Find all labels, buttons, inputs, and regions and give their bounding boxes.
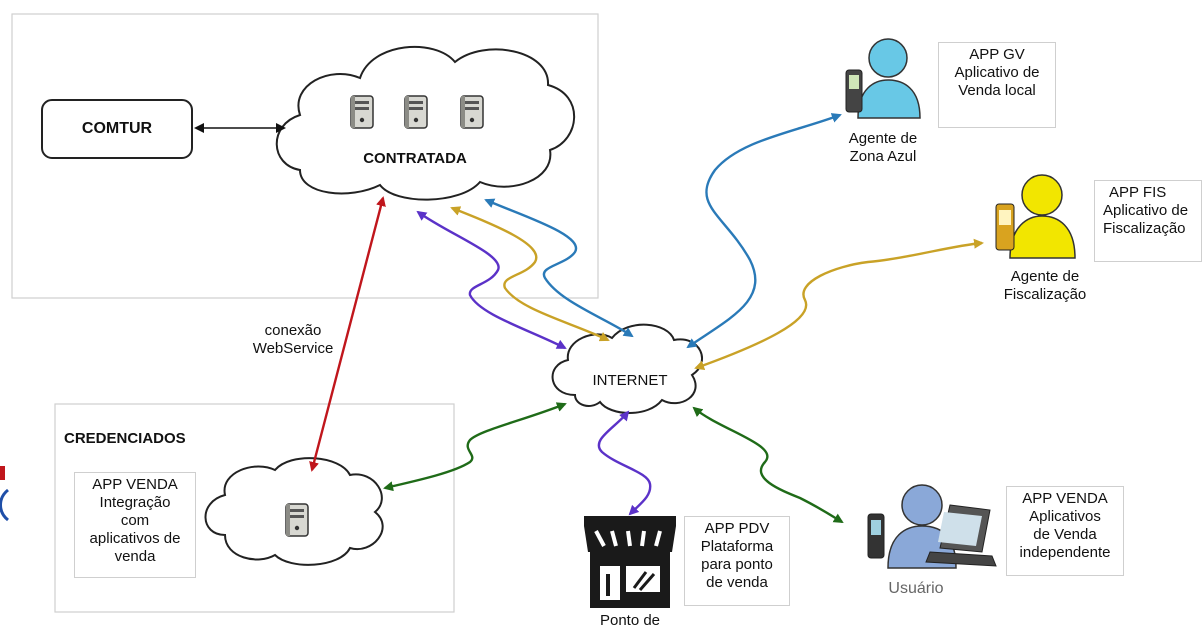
internet-pdv-arrow xyxy=(597,410,652,516)
app-fis-box: APP FIS Aplicativo de Fiscalização xyxy=(1094,180,1202,262)
app-box-line: de Venda xyxy=(1033,526,1097,543)
agente-zona-azul-line: Zona Azul xyxy=(849,148,917,165)
agente-zona-azul-label: Agente de Zona Azul xyxy=(828,130,938,166)
server-icon xyxy=(404,95,428,129)
app-box-line: Aplicativos xyxy=(1029,508,1101,525)
comtur-box xyxy=(41,99,193,159)
server-icon xyxy=(350,95,374,129)
webservice-arrow xyxy=(309,196,386,472)
app-box-line: Integração xyxy=(99,494,171,511)
app-box-line: Plataforma xyxy=(700,538,774,555)
ponto-de-venda-label: Ponto de xyxy=(599,612,661,629)
agente-fiscalizacao-icon xyxy=(995,174,1076,259)
server-icon xyxy=(285,503,309,537)
app-box-line: aplicativos de xyxy=(89,530,181,547)
app-box-line: APP PDV xyxy=(704,520,770,537)
app-box-line: Fiscalização xyxy=(1103,220,1186,237)
app-box-line: Aplicativo de xyxy=(1103,202,1189,219)
app-box-line: para ponto xyxy=(701,556,773,573)
webservice-label-line: conexão xyxy=(264,322,322,339)
storefront-icon xyxy=(584,516,676,608)
usuario-icon xyxy=(867,484,997,569)
edge-fragment xyxy=(0,466,5,480)
app-gv-box: APP GV Aplicativo de Venda local xyxy=(938,42,1056,128)
webservice-connection-label: conexão WebService xyxy=(238,322,348,358)
agente-zona-azul-line: Agente de xyxy=(848,130,918,147)
server-icon xyxy=(460,95,484,129)
contratada-group-frame xyxy=(11,13,599,299)
contratada-label: CONTRATADA xyxy=(363,150,467,167)
app-pdv-box: APP PDV Plataforma para ponto de venda xyxy=(684,516,790,606)
app-box-line: Venda local xyxy=(958,82,1036,99)
agente-fiscalizacao-line: Fiscalização xyxy=(1003,286,1087,303)
credenciados-group-frame xyxy=(54,403,455,613)
contratada-internet-blue-arrow xyxy=(484,198,634,338)
internet-label: INTERNET xyxy=(592,372,668,389)
contratada-internet-purple-arrow xyxy=(416,210,567,350)
app-box-line: com xyxy=(120,512,150,529)
contratada-internet-gold-arrow xyxy=(450,206,610,342)
app-box-line: independente xyxy=(1019,544,1111,561)
app-box-line: de venda xyxy=(706,574,768,591)
app-box-line: APP GV xyxy=(969,46,1025,63)
edge-fragment xyxy=(0,488,10,522)
internet-usuario-arrow xyxy=(692,406,844,524)
app-box-line: Aplicativo de xyxy=(954,64,1040,81)
agente-fiscalizacao-label: Agente de Fiscalização xyxy=(980,268,1110,304)
app-box-line: APP VENDA xyxy=(92,476,178,493)
app-box-line: APP FIS xyxy=(1109,184,1167,201)
internet-fiscalizacao-arrow xyxy=(694,238,984,370)
webservice-label-line: WebService xyxy=(252,340,334,357)
usuario-label: Usuário xyxy=(888,580,944,597)
agente-zona-azul-icon xyxy=(845,38,921,119)
internet-credenciados-arrow xyxy=(383,402,567,492)
credenciados-label: CREDENCIADOS xyxy=(64,430,186,447)
comtur-label: COMTUR xyxy=(81,120,153,137)
app-box-line: venda xyxy=(114,548,156,565)
app-venda-usuario-box: APP VENDA Aplicativos de Venda independe… xyxy=(1006,486,1124,576)
agente-fiscalizacao-line: Agente de xyxy=(1010,268,1080,285)
app-venda-credenciados-box: APP VENDA Integração com aplicativos de … xyxy=(74,472,196,578)
internet-zona-azul-arrow xyxy=(686,113,842,349)
internet-cloud xyxy=(551,323,703,414)
app-box-line: APP VENDA xyxy=(1022,490,1108,507)
